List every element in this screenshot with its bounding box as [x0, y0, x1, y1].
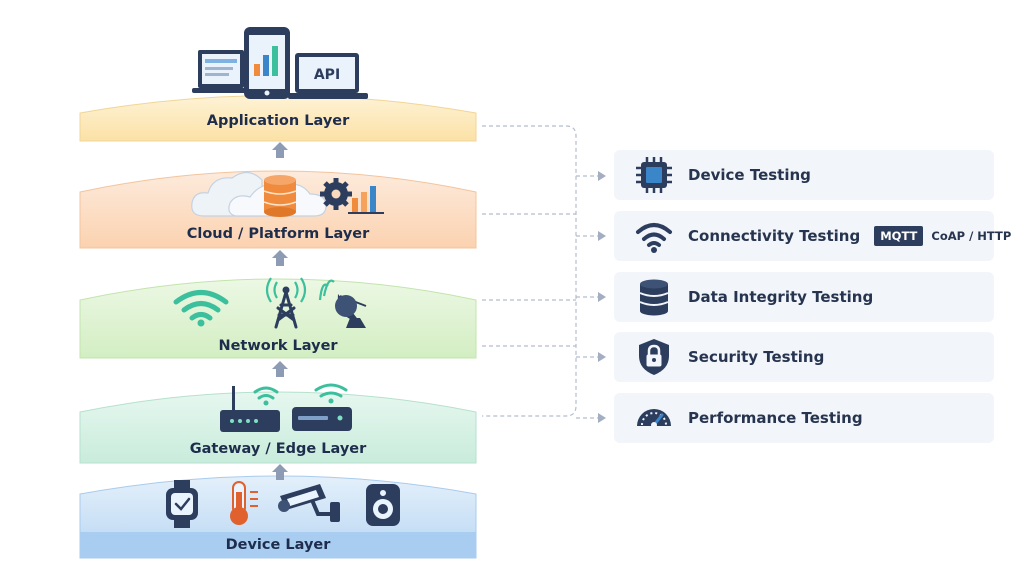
speaker-icon [366, 484, 400, 526]
bar-chart-icon [348, 186, 384, 214]
up-arrows [272, 142, 288, 480]
arrow-right-icon [598, 292, 606, 302]
database-icon [639, 279, 669, 316]
arrow-right-icon [598, 352, 606, 362]
arrow-right-icon [598, 231, 606, 241]
speedometer-icon [637, 408, 671, 428]
api-monitor-icon: API [288, 53, 368, 99]
device-layer-label: Device Layer [225, 537, 331, 553]
wifi-icon [636, 223, 672, 253]
wifi-dot [197, 319, 205, 327]
device-testing-card: Device Testing [614, 150, 994, 200]
edge-gateway-icon [292, 383, 352, 431]
smartphone-chart-icon [244, 27, 290, 99]
connectivity-testing-label: Connectivity Testing [688, 227, 861, 245]
laptop-icon [192, 50, 250, 93]
cell-tower-icon [265, 277, 307, 329]
network-layer-label: Network Layer [218, 338, 338, 354]
security-testing-card: Security Testing [614, 332, 994, 382]
device-layer-base [80, 532, 476, 558]
performance-testing-label: Performance Testing [688, 409, 863, 427]
thermometer-icon [230, 481, 258, 525]
application-layer-label: Application Layer [206, 113, 350, 129]
connector-arrowheads [598, 171, 606, 423]
database-icon [263, 175, 297, 217]
data-integrity-testing-card: Data Integrity Testing [614, 272, 994, 322]
connector-lines [482, 125, 598, 419]
performance-testing-card: Performance Testing [614, 393, 994, 443]
security-testing-label: Security Testing [688, 348, 825, 366]
cloud-platform-layer-label: Cloud / Platform Layer [186, 226, 370, 242]
connectivity-testing-card: Connectivity Testing MQTT CoAP / HTTP [614, 211, 1011, 261]
mqtt-badge: MQTT [874, 226, 924, 246]
security-camera-icon [278, 484, 340, 522]
router-icon [220, 386, 280, 432]
chip-icon [636, 157, 672, 193]
gear-icon [320, 178, 352, 210]
device-testing-label: Device Testing [688, 166, 811, 184]
shield-lock-icon [639, 339, 669, 375]
api-label: API [314, 67, 340, 83]
arrow-up-icon [272, 250, 288, 266]
coap-http-label: CoAP / HTTP [931, 229, 1012, 243]
smartwatch-icon [166, 480, 198, 528]
arrow-up-icon [272, 361, 288, 377]
wifi-icon [173, 290, 229, 321]
arrow-right-icon [598, 171, 606, 181]
gateway-edge-layer-label: Gateway / Edge Layer [189, 441, 367, 457]
data-integrity-testing-label: Data Integrity Testing [688, 288, 874, 306]
arrow-up-icon [272, 142, 288, 158]
satellite-dish-icon [318, 279, 367, 328]
arrow-up-icon [272, 464, 288, 480]
arrow-right-icon [598, 413, 606, 423]
